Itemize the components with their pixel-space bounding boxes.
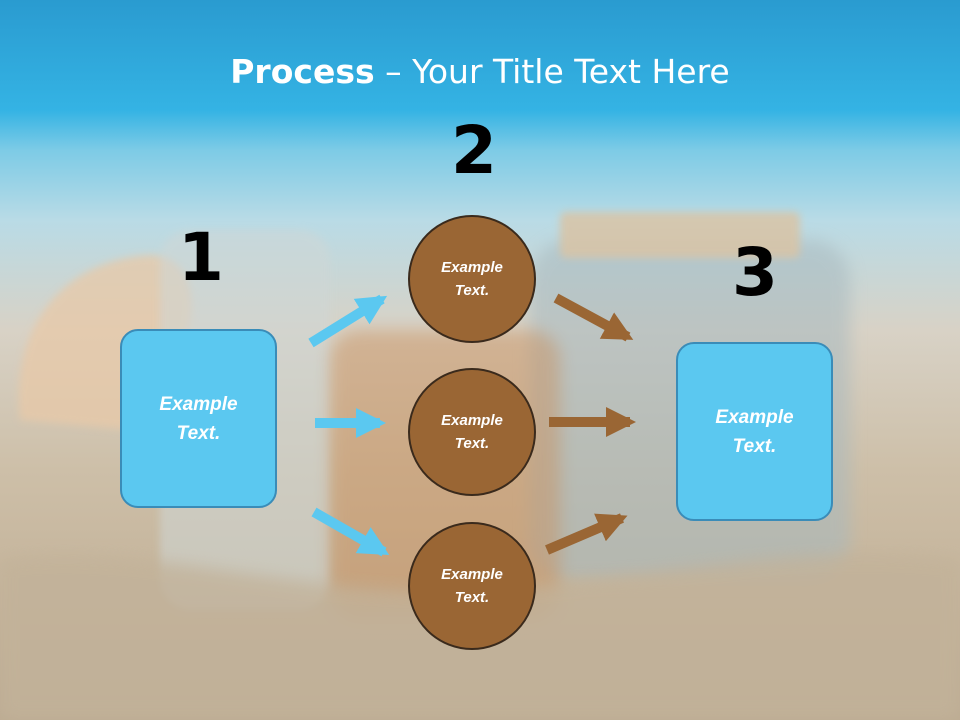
bottom-circle-line-2: Text. (454, 589, 490, 606)
top-circle-line-2: Text. (454, 282, 490, 299)
arrow-from-bottom-circle (545, 513, 628, 555)
slide-title: Process – Your Title Text Here (0, 52, 960, 91)
arrow-to-top-circle (308, 294, 388, 348)
left-box-line-1: Example (159, 393, 238, 415)
middle-circle-line-2: Text. (454, 435, 490, 452)
middle-circle-line-1: Example (441, 412, 503, 429)
left-box-line-2: Text. (176, 422, 221, 444)
right-box-line-1: Example (715, 406, 794, 428)
step-number-1: 1 (178, 219, 224, 296)
right-box-line-2: Text. (732, 435, 777, 457)
top-circle-line-1: Example (441, 259, 503, 276)
arrow-to-bottom-circle (311, 507, 390, 557)
bottom-circle-line-1: Example (441, 566, 503, 583)
title-bold: Process (230, 52, 375, 91)
arrow-from-top-circle (553, 293, 634, 342)
title-rest: – Your Title Text Here (374, 52, 730, 91)
step-number-3: 3 (732, 234, 778, 311)
step-number-2: 2 (451, 112, 497, 189)
